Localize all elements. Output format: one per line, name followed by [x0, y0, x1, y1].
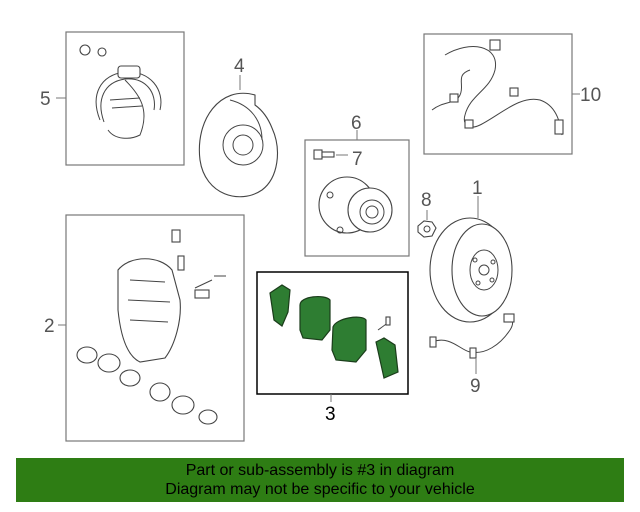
- callout-9: 9: [470, 376, 481, 397]
- callout-3: 3: [325, 404, 336, 425]
- part-3-brake-pad-set[interactable]: [256, 271, 409, 395]
- part-2-caliper-assembly[interactable]: [65, 214, 245, 442]
- callout-2: 2: [44, 316, 55, 337]
- part-6-hub-bearing[interactable]: [304, 139, 410, 257]
- notice-banner: Part or sub-assembly is #3 in diagram Di…: [16, 458, 624, 502]
- callout-8: 8: [421, 190, 432, 211]
- callout-7: 7: [352, 149, 363, 170]
- part-8-axle-nut[interactable]: [417, 220, 437, 238]
- part-7-hub-bolt[interactable]: [313, 149, 335, 160]
- callout-4: 4: [234, 56, 245, 77]
- callout-5: 5: [40, 89, 51, 110]
- callout-6: 6: [351, 113, 362, 134]
- callout-1: 1: [472, 178, 483, 199]
- banner-line-2: Diagram may not be specific to your vehi…: [165, 481, 475, 498]
- banner-line-1: Part or sub-assembly is #3 in diagram: [185, 462, 455, 479]
- part-5-parking-brake-shoes[interactable]: [65, 31, 185, 166]
- part-9-brake-line[interactable]: [429, 313, 515, 359]
- part-10-abs-sensor-harness[interactable]: [423, 33, 573, 155]
- part-1-brake-rotor[interactable]: [429, 217, 513, 323]
- callout-10: 10: [580, 85, 601, 106]
- part-4-backing-plate[interactable]: [198, 92, 278, 198]
